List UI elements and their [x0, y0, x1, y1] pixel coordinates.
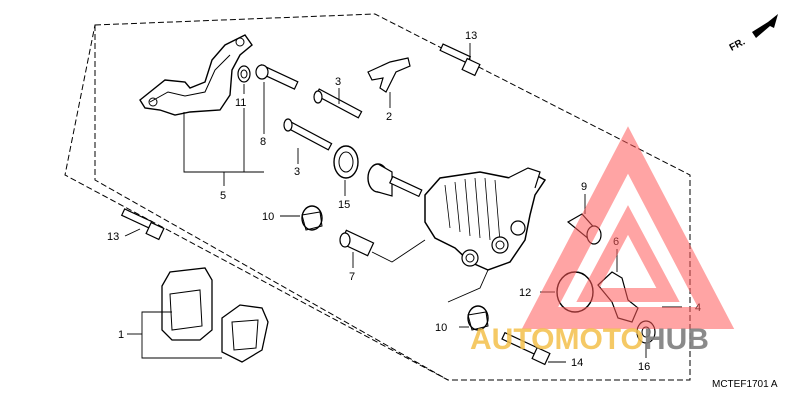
- assembly-boundary: [64, 13, 691, 381]
- label-9: 9: [581, 181, 587, 193]
- direction-label: FR.: [728, 36, 748, 53]
- diagram-code: MCTEF1701 A: [712, 379, 778, 390]
- bleeder-cap-lower: [467, 305, 489, 331]
- watermark-triangle-outer: [521, 126, 735, 329]
- mounting-bolt-upper: [439, 43, 481, 77]
- front-direction-arrow: FR.: [728, 14, 778, 54]
- watermark-triangle-inner: [576, 205, 680, 302]
- watermark-logo: AUTOMOTOHUB: [470, 126, 735, 356]
- leader-lines: [124, 43, 682, 363]
- caliper-boundary: [94, 25, 449, 381]
- label-12: 12: [519, 287, 531, 299]
- dust-seal: [333, 145, 359, 179]
- label-1: 1: [118, 329, 124, 341]
- label-8: 8: [260, 136, 266, 148]
- washer: [237, 65, 251, 83]
- label-2: 2: [386, 111, 392, 123]
- mounting-bolt-lower: [120, 208, 165, 241]
- caliper-bracket: [139, 34, 253, 116]
- pad-spring-clip: [367, 57, 411, 93]
- bleeder-piston: [367, 163, 423, 198]
- bracket-bolt-lower: [501, 331, 551, 366]
- label-7: 7: [349, 271, 355, 283]
- bracket-bolt: [255, 64, 299, 90]
- label-15: 15: [338, 199, 350, 211]
- caliper-body: [424, 167, 547, 271]
- label-14: 14: [571, 357, 583, 369]
- label-10-upper: 10: [262, 211, 274, 223]
- label-10-lower: 10: [435, 322, 447, 334]
- pin-lower: [283, 118, 333, 151]
- bleeder-cap-upper: [301, 205, 323, 231]
- label-5: 5: [220, 190, 226, 202]
- label-3-lower: 3: [294, 166, 300, 178]
- label-16: 16: [638, 361, 650, 373]
- label-13-lower: 13: [107, 231, 119, 243]
- brake-pad-front: [161, 267, 213, 341]
- label-3-upper: 3: [335, 76, 341, 88]
- brake-pad-rear: [221, 304, 269, 363]
- watermark-text-part2: HUB: [644, 323, 709, 356]
- watermark-text-part1: AUTOMOTO: [470, 323, 644, 356]
- label-11: 11: [235, 97, 246, 109]
- label-13-upper: 13: [465, 30, 477, 42]
- pin-upper: [313, 88, 363, 119]
- pin-bushing: [339, 229, 375, 257]
- watermark-text: AUTOMOTOHUB: [470, 323, 709, 356]
